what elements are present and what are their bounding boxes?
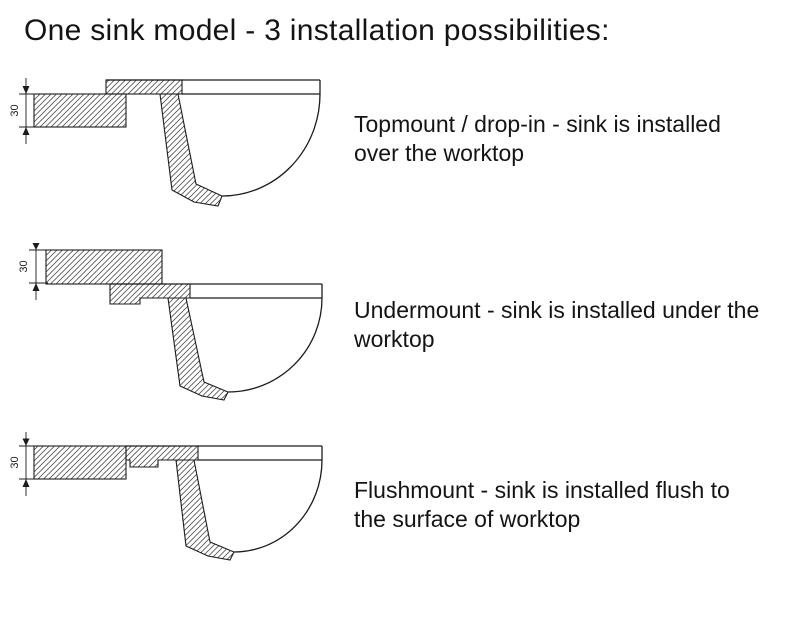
sink-wall-section [159,93,223,207]
dimension-arrow-bottom [22,127,30,135]
worktop-section [33,93,127,128]
sink-bowl-curve [233,459,323,553]
dimension-label: 30 [10,104,21,116]
dimension-label: 30 [10,456,21,468]
dimension-arrow-top [32,243,40,250]
sink-wall-section [167,297,229,401]
page-title: One sink model - 3 installation possibil… [24,14,610,47]
worktop-section [33,445,127,480]
dimension-30: 30 [18,243,48,300]
dimension-30: 30 [10,432,36,496]
sink-bowl-curve [221,93,321,197]
caption-undermount: Undermount - sink is installed under the… [354,296,760,352]
dimension-arrow-bottom [22,479,30,487]
caption-flushmount: Flushmount - sink is installed flush to … [354,476,730,532]
installation-row-topmount: 30 Topmount / drop-in - sink is installe… [10,58,800,220]
sink-rim-outline [126,445,323,461]
sink-rim-section [105,79,183,95]
caption-topmount: Topmount / drop-in - sink is installed o… [354,110,721,166]
installation-row-undermount: 30 Undermount - sink is installed under … [10,242,800,408]
worktop-section [45,249,163,285]
installation-row-flushmount: 30 Flushmount - sink is installed flush … [10,430,800,580]
sink-rim-outline [110,283,323,299]
sink-bowl-curve [227,297,323,393]
undermount-diagram: 30 [18,243,323,401]
sink-rim-section [125,445,199,468]
dimension-30: 30 [10,78,36,144]
flushmount-diagram: 30 [10,432,323,561]
dimension-label: 30 [18,260,30,272]
sink-wall-section [175,459,235,561]
dimension-arrow-bottom [32,283,40,291]
topmount-diagram: 30 [10,78,321,207]
dimension-arrow-top [22,438,30,446]
sink-rim-outline [106,79,321,95]
dimension-arrow-top [22,86,30,94]
